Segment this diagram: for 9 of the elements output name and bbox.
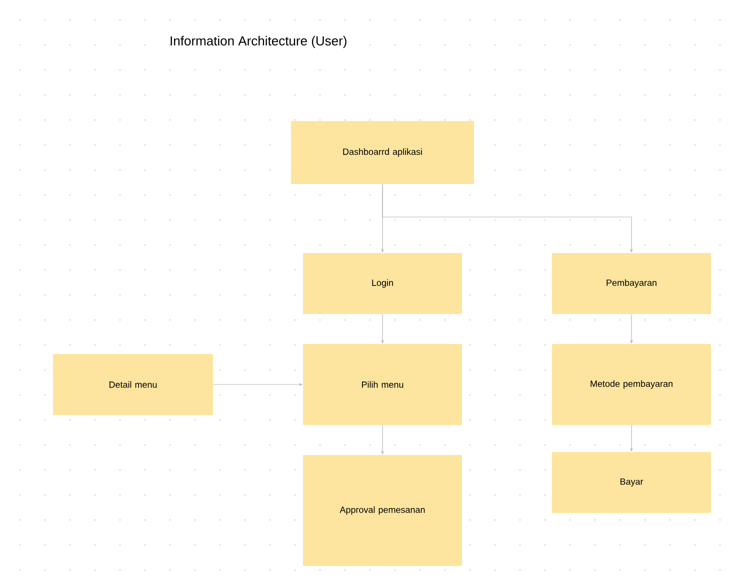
process-box: Detail menu — [53, 354, 213, 415]
process-box: Dashboarrd aplikasi — [291, 121, 474, 184]
process-box: Pilih menu — [303, 344, 462, 425]
process-box: Approval pemesanan — [303, 455, 462, 566]
process-box: Bayar — [552, 452, 711, 513]
process-box: Login — [303, 253, 462, 314]
process-box: Pembayaran — [552, 253, 711, 314]
process-box: Metode pembayaran — [552, 344, 711, 425]
title: Information Architecture (User) — [170, 36, 346, 48]
